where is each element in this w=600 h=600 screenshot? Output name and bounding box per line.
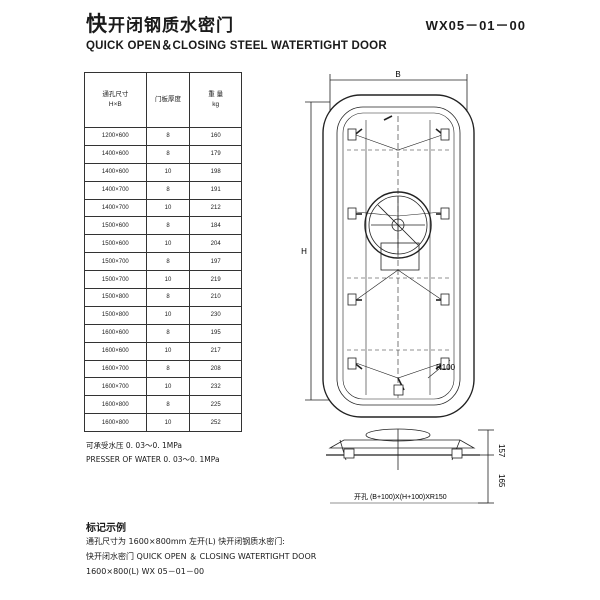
example-line-2: 快开闭水密门 QUICK OPEN ＆ CLOSING WATERTIGHT D… <box>86 552 317 561</box>
link-rods <box>355 134 443 379</box>
header-opening-size-unit: H×B <box>108 101 122 108</box>
drawing-code: WX05－01－00 <box>425 18 526 33</box>
header-opening-size: 通孔尺寸 H×B <box>84 72 147 128</box>
door-outer-frame <box>322 94 475 418</box>
pressure-note-en: PRESSER OF WATER 0. 03～0. 1MPa <box>86 455 220 464</box>
title-english: QUICK OPEN＆CLOSING STEEL WATERTIGHT DOOR <box>86 40 387 52</box>
header-plate-thickness-cn: 门板厚度 <box>155 96 182 103</box>
table-header-row: 通孔尺寸 H×B 门板厚度 重 量 kg <box>84 72 242 128</box>
section-dim-top: 157 <box>497 444 506 458</box>
example-title: 标记示例 <box>86 523 126 534</box>
title-chinese: 快开闭钢质水密门 <box>86 8 234 38</box>
title-chinese-lead: 快 <box>86 12 108 36</box>
handwheel-outer <box>364 191 432 259</box>
title-chinese-rest: 开闭钢质水密门 <box>108 16 234 36</box>
door-panel <box>336 106 461 406</box>
example-line-1: 通孔尺寸为 1600×800mm 左开(L) 快开闭钢质水密门: <box>86 537 285 546</box>
header-plate-thickness: 门板厚度 <box>145 72 191 128</box>
section-coaming <box>339 439 461 461</box>
hinge-blocks <box>343 128 463 459</box>
height-label: H <box>301 247 307 256</box>
example-line-3: 1600×800(L) WX 05－01－00 <box>86 567 205 576</box>
header-weight-cn: 重 量 <box>208 91 224 98</box>
cell-weight: 252 <box>189 413 242 433</box>
hidden-lines <box>347 149 449 351</box>
door-inner-edge <box>342 112 455 400</box>
opening-label: 开孔 (B+100)X(H+100)XR150 <box>354 493 447 501</box>
header-weight-unit: kg <box>212 101 220 108</box>
header-opening-size-cn: 通孔尺寸 <box>102 91 129 98</box>
pressure-note-cn: 可承受水压 0. 03～0. 1MPa <box>86 441 183 450</box>
cell-plate-thickness: 10 <box>145 413 191 433</box>
header-weight: 重 量 kg <box>189 72 242 128</box>
gear-box <box>380 242 420 271</box>
handwheel-spokes <box>371 196 425 254</box>
radius-label: R100 <box>436 363 456 372</box>
cell-opening-size: 1600×800 <box>84 413 147 433</box>
section-dim-bottom: 165 <box>497 474 506 488</box>
width-label: B <box>395 70 400 79</box>
